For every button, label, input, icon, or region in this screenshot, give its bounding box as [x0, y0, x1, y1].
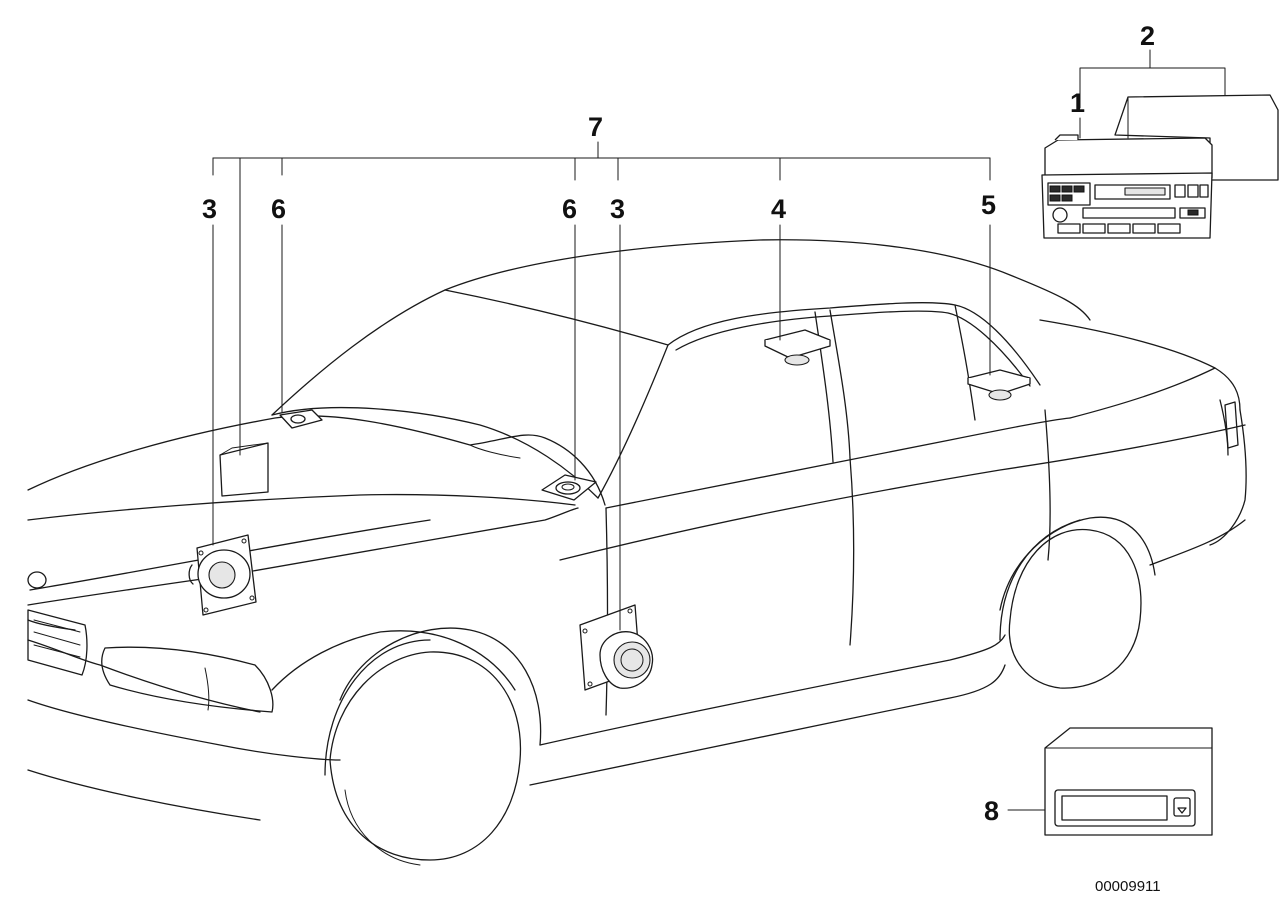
callout-4: 4	[771, 194, 786, 224]
callout-7: 7	[588, 112, 603, 142]
document-number: 00009911	[1095, 878, 1161, 895]
dash-tweeter-center	[541, 474, 597, 501]
cd-changer-unit	[1044, 727, 1213, 836]
rear-shelf-speaker	[967, 369, 1031, 401]
amplifier-module	[219, 442, 269, 497]
callout-1: 1	[1070, 88, 1085, 118]
callout-labels: 2 1 7 3 6 6 3 4 5 8	[202, 21, 1155, 826]
leader-lines	[212, 49, 1226, 811]
front-door-speaker-left	[188, 534, 257, 616]
callout-3-center: 3	[610, 194, 625, 224]
car-body	[27, 239, 1247, 866]
front-door-speaker-right	[579, 604, 654, 691]
callout-8: 8	[984, 796, 999, 826]
callout-3-left: 3	[202, 194, 217, 224]
roof-speaker-center	[764, 329, 831, 366]
callout-6-left: 6	[271, 194, 286, 224]
callout-5: 5	[981, 190, 996, 220]
dash-tweeter-left	[279, 409, 323, 429]
radio-head-unit	[1041, 94, 1279, 239]
callout-2: 2	[1140, 21, 1155, 51]
callout-6-center: 6	[562, 194, 577, 224]
